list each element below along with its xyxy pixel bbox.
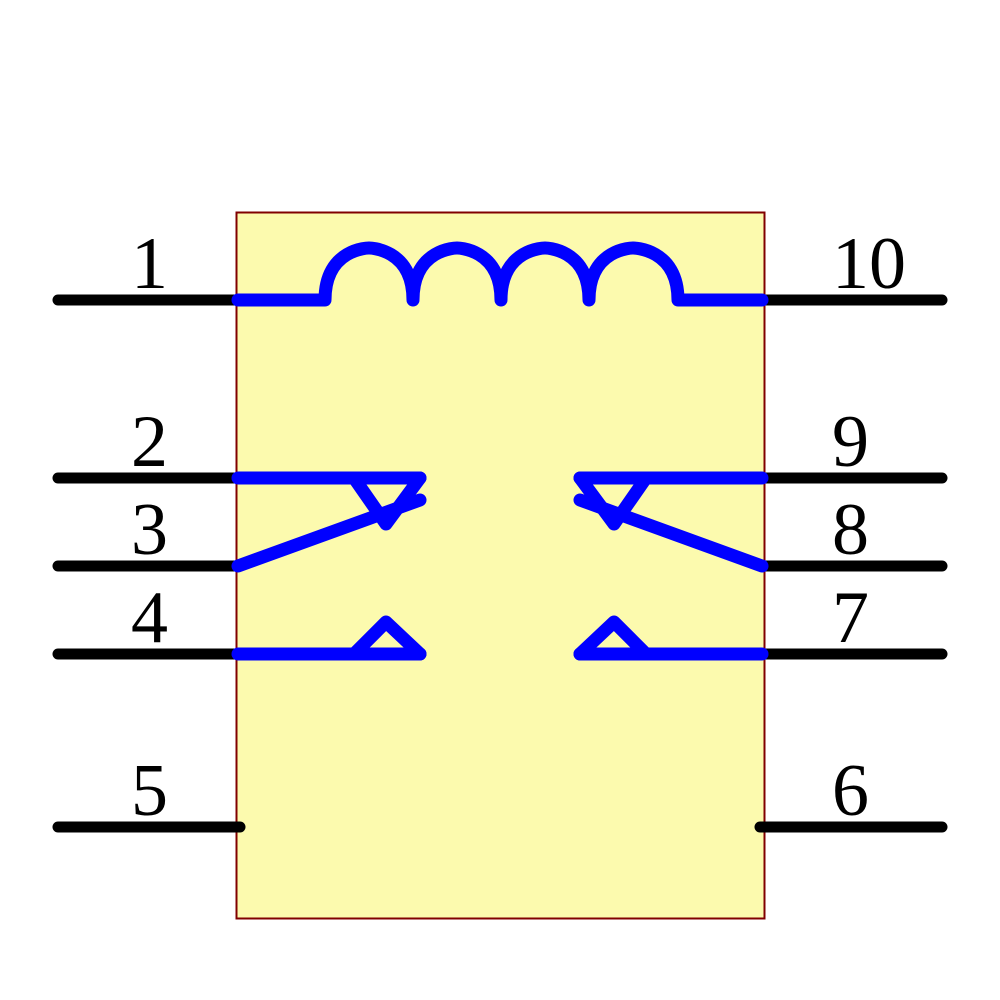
pin-label-1: 1	[131, 223, 168, 305]
pin-label-10: 10	[832, 223, 906, 305]
left-no-contact-triangle-icon	[347, 615, 427, 661]
pin-label-6: 6	[832, 750, 869, 832]
right-common-contact-arm	[573, 493, 769, 573]
pin-label-8: 8	[832, 489, 869, 571]
pin-label-3: 3	[131, 489, 168, 571]
coil-group	[231, 241, 769, 307]
coil-winding	[231, 241, 769, 307]
pin-leads-group	[52, 294, 948, 833]
contacts-group	[231, 471, 769, 661]
pin-label-9: 9	[832, 401, 869, 483]
pin-label-7: 7	[832, 577, 869, 659]
left-common-contact-arm	[231, 493, 427, 573]
pin-label-5: 5	[131, 750, 168, 832]
pin-label-4: 4	[131, 577, 168, 659]
right-no-contact-triangle-icon	[573, 615, 653, 661]
component-body-rect	[235, 211, 766, 920]
component-body-group	[235, 211, 766, 920]
pin-label-2: 2	[131, 401, 168, 483]
